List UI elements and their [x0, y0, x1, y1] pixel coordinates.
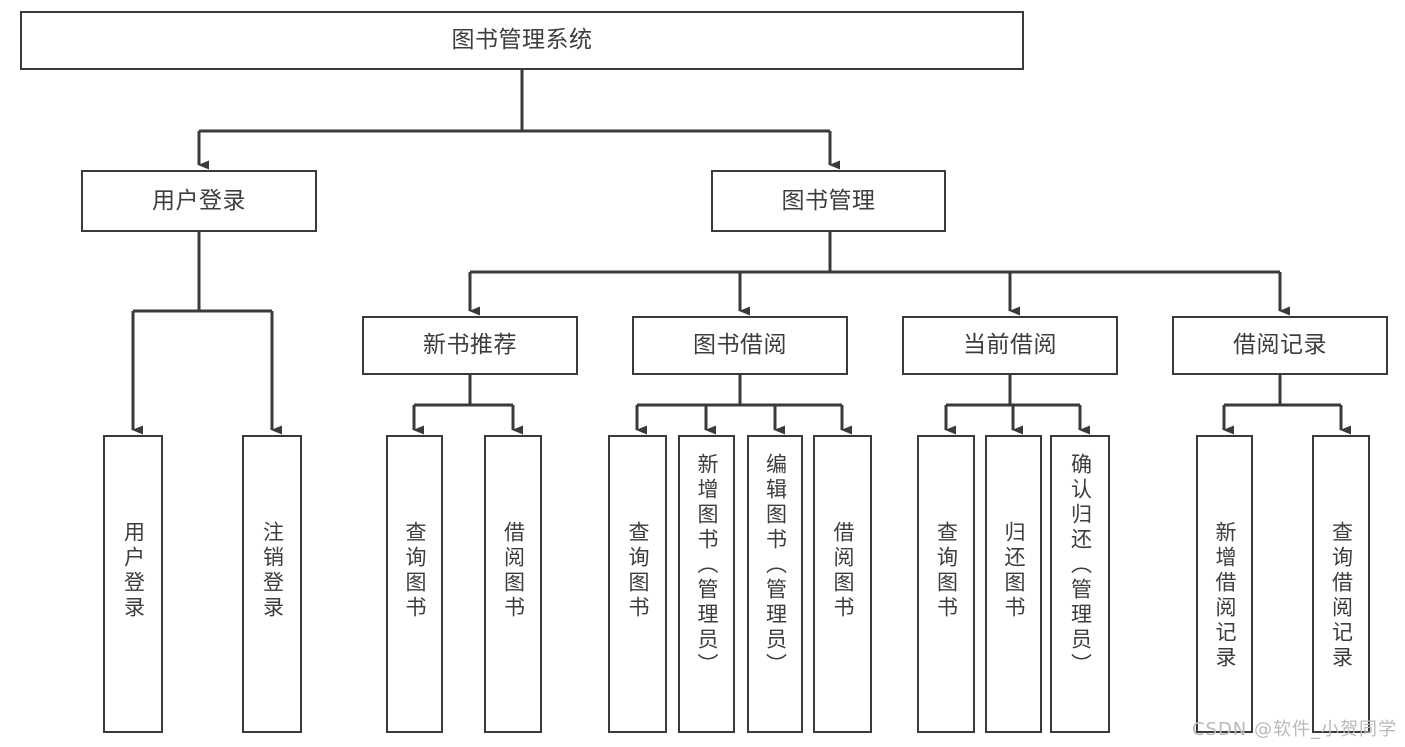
node-borrow-record[interactable]: 借阅记录	[1172, 316, 1388, 375]
node-book-borrow-label: 图书借阅	[693, 332, 787, 359]
leaf-return-book[interactable]: 归还图书	[985, 435, 1042, 733]
leaf-query-borrow-record[interactable]: 查询借阅记录	[1312, 435, 1370, 733]
node-root-label: 图书管理系统	[451, 27, 593, 54]
leaf-add-borrow-record[interactable]: 新增借阅记录	[1196, 435, 1253, 733]
node-book-borrow[interactable]: 图书借阅	[632, 316, 848, 375]
leaf-query-book-cb[interactable]: 查询图书	[917, 435, 975, 733]
node-user-login[interactable]: 用户登录	[81, 170, 317, 232]
leaf-add-borrow-record-label: 新增借阅记录	[1213, 521, 1237, 671]
node-root[interactable]: 图书管理系统	[20, 11, 1024, 70]
leaf-user-login-label: 用户登录	[121, 521, 146, 621]
leaf-logout-label: 注销登录	[260, 521, 285, 621]
leaf-borrow-book-bb-label: 借阅图书	[831, 521, 855, 621]
leaf-borrow-book-nbr[interactable]: 借阅图书	[484, 435, 542, 733]
leaf-edit-book-admin[interactable]: 编辑图书（管理员）	[747, 435, 803, 733]
leaf-query-book-bb[interactable]: 查询图书	[608, 435, 667, 733]
leaf-borrow-book-nbr-label: 借阅图书	[501, 521, 526, 621]
node-book-management-label: 图书管理	[781, 187, 876, 214]
leaf-add-book-admin[interactable]: 新增图书（管理员）	[678, 435, 735, 733]
node-new-book-recommend[interactable]: 新书推荐	[362, 316, 578, 375]
node-user-login-label: 用户登录	[152, 187, 246, 214]
leaf-query-book-nbr[interactable]: 查询图书	[386, 435, 443, 733]
leaf-query-borrow-record-label: 查询借阅记录	[1329, 521, 1354, 671]
leaf-confirm-return-admin-label: 确认归还（管理员）	[1068, 453, 1093, 678]
leaf-query-book-nbr-label: 查询图书	[403, 521, 427, 621]
leaf-logout[interactable]: 注销登录	[242, 435, 302, 733]
leaf-query-book-bb-label: 查询图书	[626, 521, 650, 621]
node-book-management[interactable]: 图书管理	[711, 170, 946, 232]
leaf-user-login[interactable]: 用户登录	[103, 435, 163, 733]
leaf-confirm-return-admin[interactable]: 确认归还（管理员）	[1050, 435, 1110, 733]
leaf-return-book-label: 归还图书	[1002, 521, 1026, 621]
node-new-book-recommend-label: 新书推荐	[423, 332, 517, 359]
leaf-borrow-book-bb[interactable]: 借阅图书	[813, 435, 872, 733]
node-current-borrow-label: 当前借阅	[963, 332, 1057, 359]
leaf-add-book-admin-label: 新增图书（管理员）	[695, 453, 719, 678]
node-borrow-record-label: 借阅记录	[1233, 332, 1327, 359]
leaf-edit-book-admin-label: 编辑图书（管理员）	[763, 453, 788, 678]
node-current-borrow[interactable]: 当前借阅	[902, 316, 1118, 375]
leaf-query-book-cb-label: 查询图书	[934, 521, 959, 621]
